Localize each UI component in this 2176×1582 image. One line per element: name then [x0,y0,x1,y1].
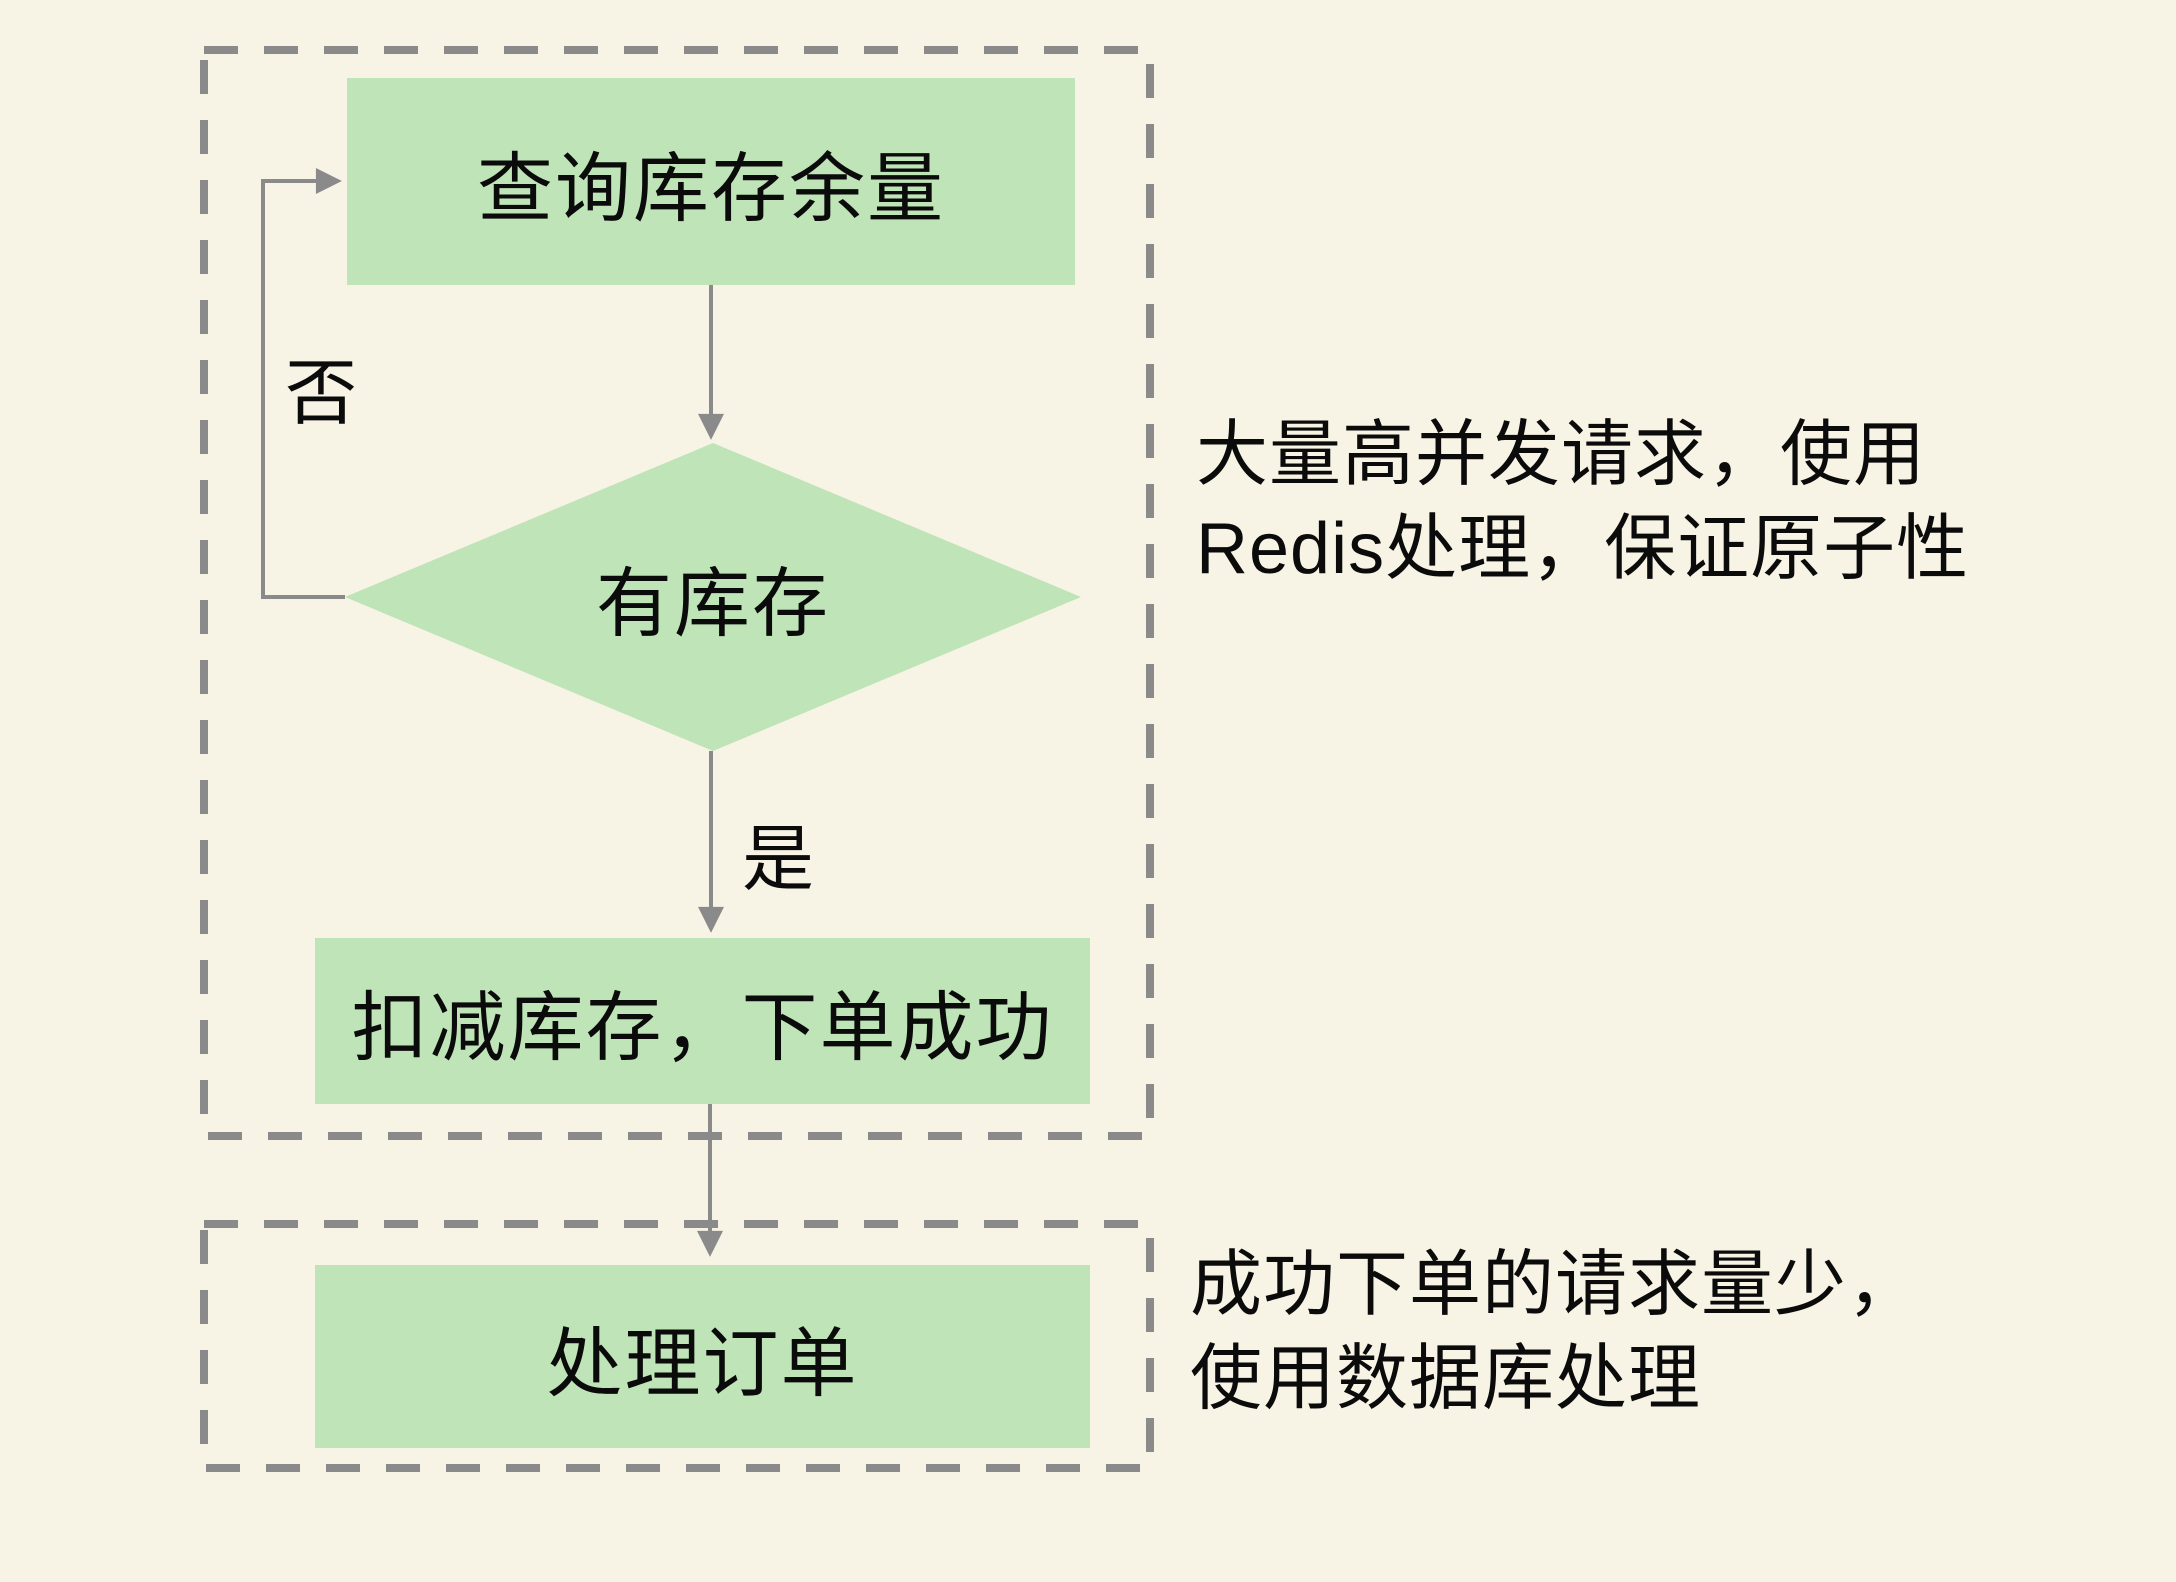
edge-label-yes: 是 [742,820,815,900]
arrow-loop-no-to-query [261,168,345,599]
node-process-order: 处理订单 [315,1265,1090,1448]
node-deduct-stock: 扣减库存，下单成功 [315,938,1090,1104]
node-has-stock-label: 有库存 [596,562,830,647]
annotation-database-line1: 成功下单的请求量少， [1190,1245,1921,1325]
node-query-stock-label: 查询库存余量 [477,146,945,232]
node-process-order-label: 处理订单 [546,1321,859,1407]
node-has-stock: 有库存 [345,443,1081,751]
edge-label-no: 否 [285,354,358,434]
annotation-redis-line1: 大量高并发请求，使用 [1196,415,1927,495]
node-deduct-stock-label: 扣减库存，下单成功 [351,986,1054,1071]
node-query-stock: 查询库存余量 [347,78,1075,285]
annotation-redis-phase: 大量高并发请求，使用 Redis处理，保证原子性 [1196,408,1969,596]
annotation-database-phase: 成功下单的请求量少， 使用数据库处理 [1190,1238,1920,1426]
annotation-database-line2: 使用数据库处理 [1190,1339,1702,1419]
annotation-redis-line2: Redis处理，保证原子性 [1196,509,1970,589]
decision-diamond-shape [345,443,1081,751]
